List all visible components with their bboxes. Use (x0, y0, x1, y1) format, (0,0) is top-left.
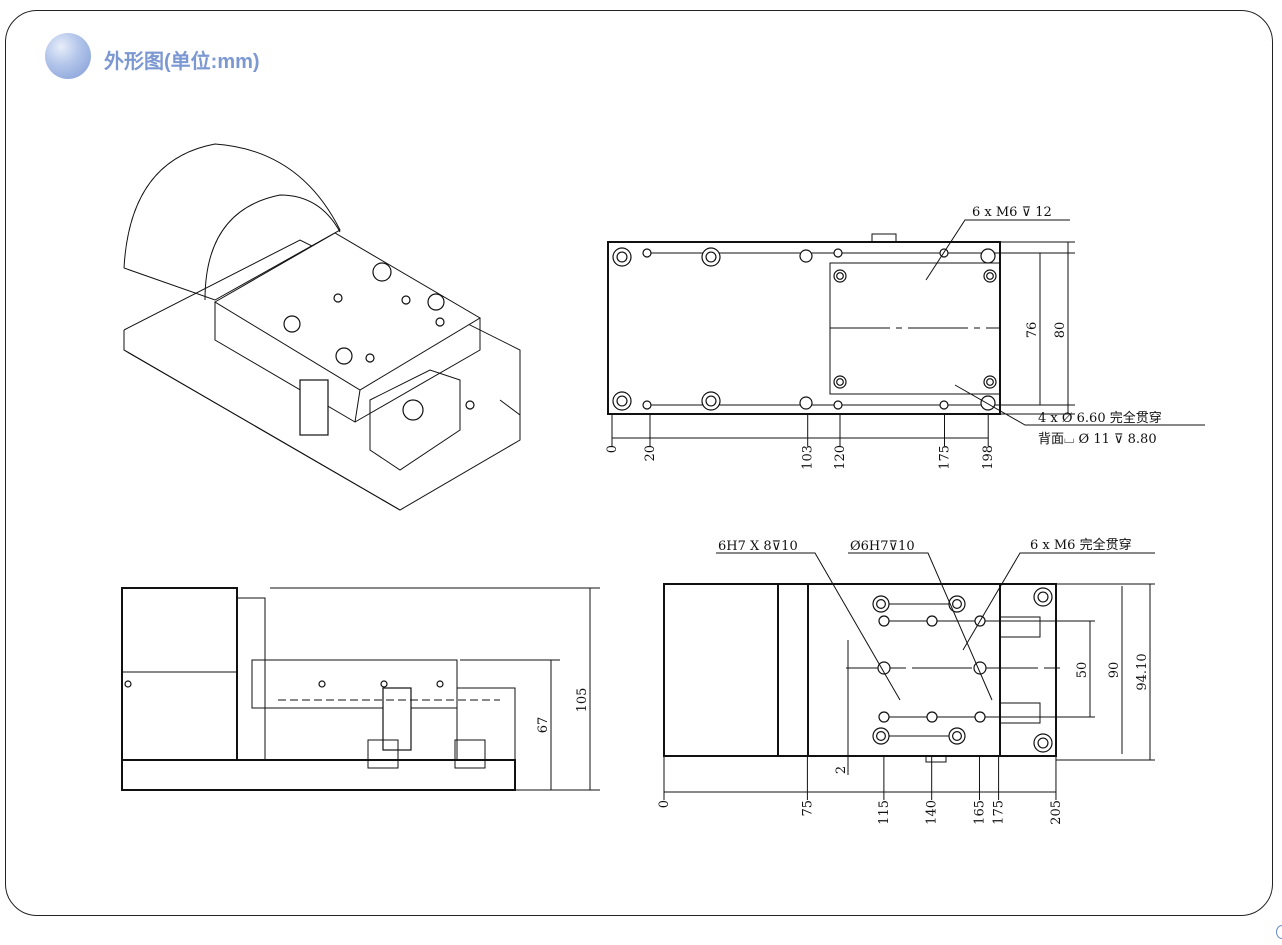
corner-mark (1276, 925, 1282, 939)
hole-icon (980, 248, 996, 264)
hole-inner-icon (705, 395, 717, 407)
callout-m6-depth: 6 x M6 ⊽ 12 (972, 205, 1052, 220)
top-x-dim-120: 120 (833, 445, 848, 470)
hole-inner-icon (705, 251, 717, 263)
top-x-dim-103: 103 (801, 445, 816, 470)
hole-icon (642, 248, 652, 258)
height-dim-105: 105 (575, 688, 590, 713)
bottom-x-dim-205: 205 (1049, 800, 1064, 825)
hole-icon (878, 615, 890, 627)
hole-icon (642, 400, 652, 410)
hole-icon (877, 661, 891, 675)
bottom-x-dim-115: 115 (877, 800, 892, 825)
hole-inner-icon (616, 251, 628, 263)
dim-50: 50 (1075, 662, 1090, 679)
callout-m6-through: 6 x M6 完全贯穿 (1030, 537, 1132, 553)
hole-inner-icon (986, 272, 994, 280)
top-x-dim-0: 0 (605, 445, 620, 453)
hole-inner-icon (616, 395, 628, 407)
hole-inner-icon (836, 272, 844, 280)
dim-76: 76 (1025, 322, 1040, 339)
bottom-view: 0 75 115 140 165 175 205 50 90 94.10 2 6H7 X 8… (657, 537, 1155, 825)
hole-icon (878, 711, 890, 723)
bottom-x-dim-140: 140 (925, 800, 940, 825)
page-title: 外形图(单位:mm) (104, 51, 260, 73)
height-dim-67: 67 (536, 717, 551, 734)
top-x-dim-198: 198 (981, 445, 996, 470)
bottom-x-dim-175: 175 (992, 800, 1007, 825)
hole-inner-icon (986, 378, 994, 386)
hole-icon (926, 711, 938, 723)
dim-90: 90 (1107, 662, 1122, 679)
hole-icon (833, 400, 843, 410)
hole-inner-icon (951, 598, 962, 609)
hole-icon (799, 396, 813, 410)
circle-badge-icon (45, 33, 91, 79)
side-view: 105 67 (121, 587, 600, 791)
dim-94-10: 94.10 (1135, 653, 1150, 690)
top-x-dim-175: 175 (938, 445, 953, 470)
hole-icon (926, 615, 938, 627)
bottom-x-dim-165: 165 (972, 800, 987, 825)
dim-offset-2: 2 (834, 766, 849, 774)
hole-icon (980, 395, 996, 411)
hole-icon (799, 249, 813, 263)
top-x-dim-20: 20 (643, 445, 658, 462)
hole-icon (833, 248, 843, 258)
callout-counterbore: 背面⌴ Ø 11 ⊽ 8.80 (1038, 432, 1157, 447)
hole-icon (939, 400, 949, 410)
hole-inner-icon (1037, 591, 1049, 603)
hole-icon (974, 711, 986, 723)
hole-inner-icon (875, 598, 886, 609)
hole-inner-icon (836, 378, 844, 386)
hole-inner-icon (951, 730, 962, 741)
callout-pin-hole: 6H7 X 8⊽10 (718, 539, 798, 554)
isometric-view (123, 143, 521, 511)
hole-inner-icon (875, 730, 886, 741)
top-view: 0 20 103 120 175 198 76 80 6 x M6 ⊽ 12 4 x Ø … (605, 205, 1205, 470)
dim-80: 80 (1053, 322, 1068, 339)
callout-through-hole: 4 x Ø 6.60 完全贯穿 (1038, 410, 1162, 426)
drawing-frame (5, 10, 1273, 916)
bottom-x-dim-75: 75 (800, 800, 815, 817)
bottom-x-dim-0: 0 (657, 800, 672, 808)
callout-dowel-hole: Ø6H7⊽10 (850, 539, 915, 554)
hole-inner-icon (1037, 737, 1049, 749)
